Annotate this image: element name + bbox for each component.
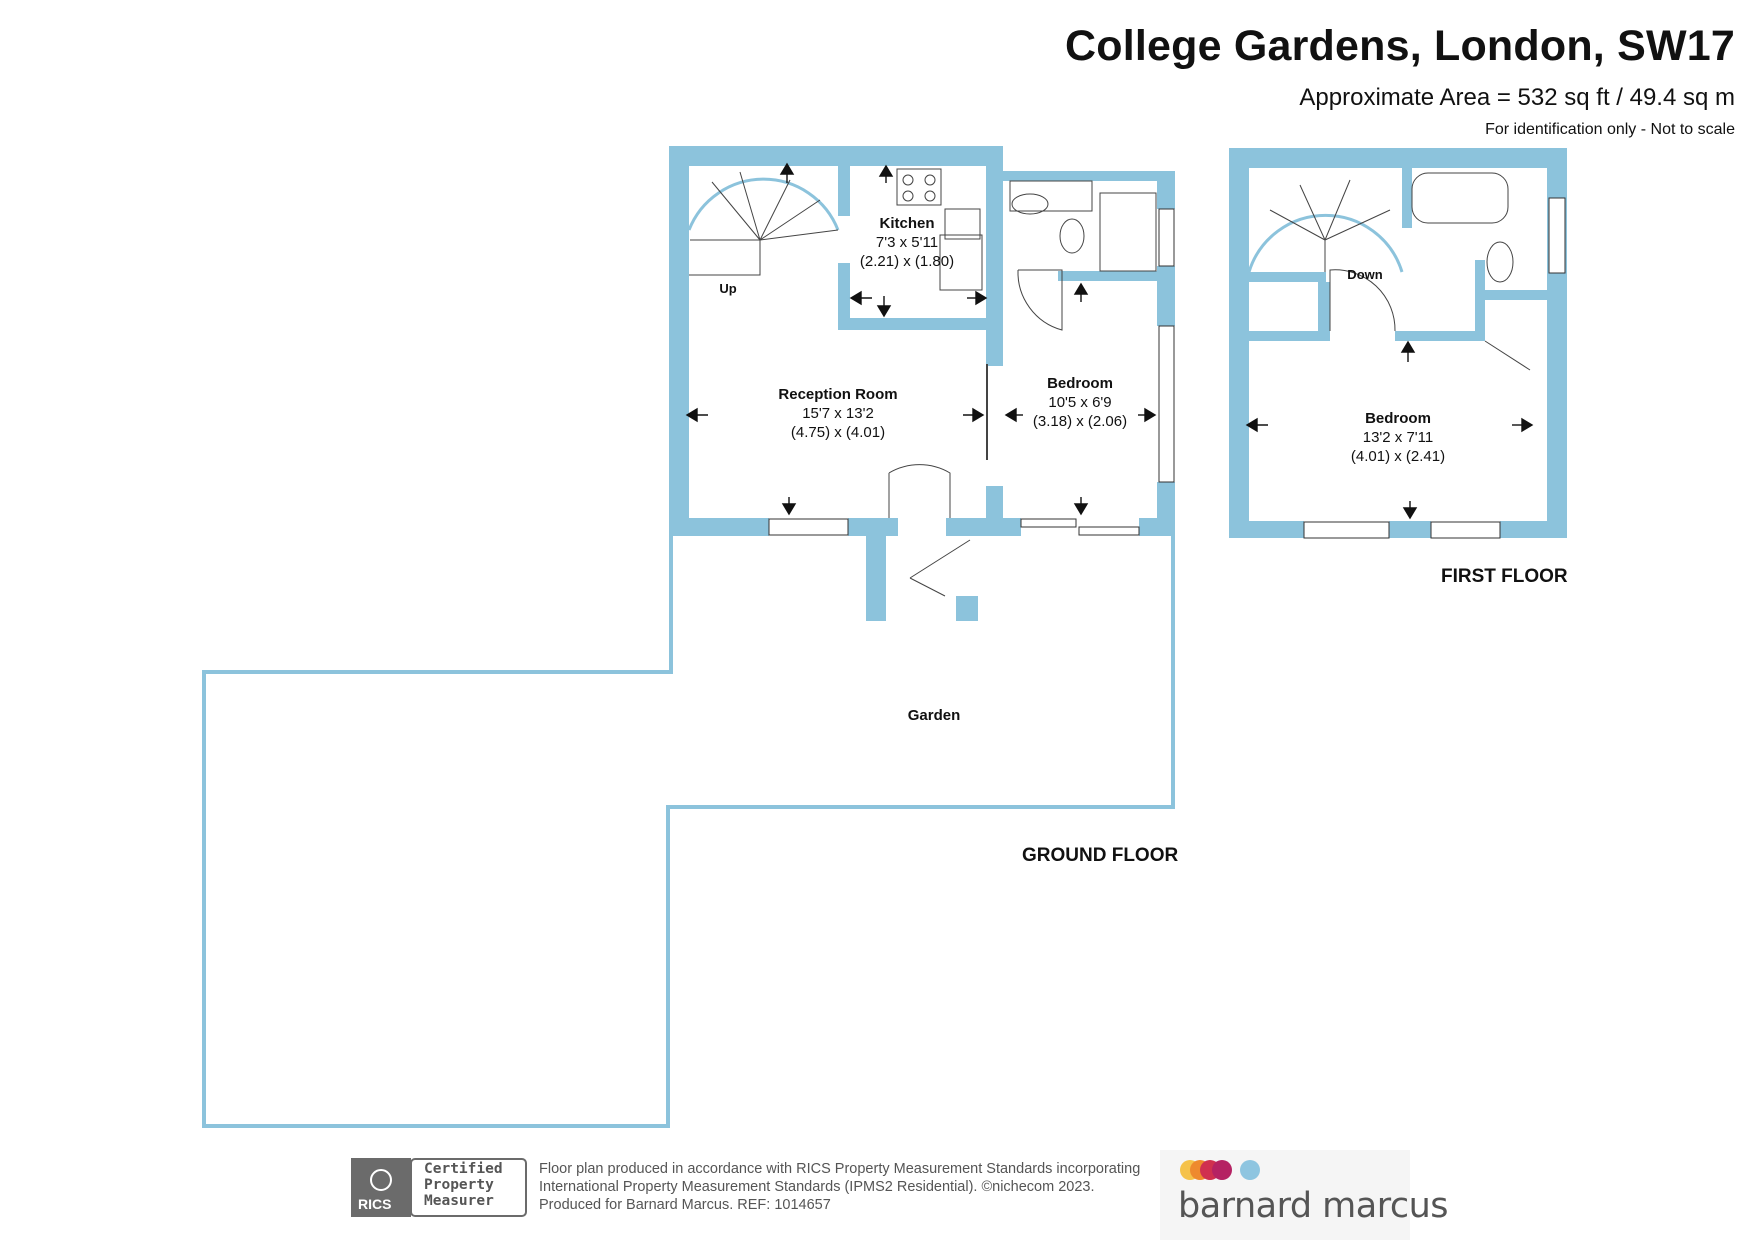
room-imperial: 15'7 x 13'2	[802, 405, 874, 422]
dimension-arrows-ground	[685, 162, 1157, 516]
rics-badge: RICS Certified Property Measurer	[351, 1158, 527, 1217]
brand-name: barnard marcus	[1178, 1186, 1449, 1226]
footer-line: Produced for Barnard Marcus. REF: 101465…	[539, 1197, 831, 1213]
badge-line: Measurer	[424, 1193, 494, 1209]
stairs-down-label: Down	[1347, 267, 1383, 282]
dimension-arrows-first	[1245, 340, 1534, 520]
first-bedroom-label: Bedroom 13'2 x 7'11 (4.01) x (2.41)	[1351, 409, 1445, 466]
area-summary: Approximate Area = 532 sq ft / 49.4 sq m	[1299, 84, 1735, 111]
rics-certification: Certified Property Measurer	[424, 1161, 503, 1209]
footer-line: International Property Measurement Stand…	[539, 1179, 1095, 1195]
first-floor-walls	[1229, 148, 1567, 538]
badge-line: Certified	[424, 1161, 503, 1177]
reception-room-label: Reception Room 15'7 x 13'2 (4.75) x (4.0…	[778, 385, 897, 442]
ground-floor-fixtures	[687, 168, 1157, 597]
scale-disclaimer: For identification only - Not to scale	[1485, 121, 1735, 138]
logo-dot-icon	[1212, 1160, 1232, 1180]
room-metric: (4.01) x (2.41)	[1350, 448, 1446, 465]
garden-boundary	[202, 536, 1175, 1128]
rics-org: RICS	[358, 1196, 392, 1212]
kitchen-label: Kitchen 7'3 x 5'11 (2.21) x (1.80)	[860, 214, 954, 271]
room-imperial: 7'3 x 5'11	[875, 234, 939, 251]
footer-disclaimer: Floor plan produced in accordance with R…	[539, 1160, 1140, 1214]
room-metric: (2.21) x (1.80)	[859, 253, 955, 270]
room-imperial: 10'5 x 6'9	[1048, 394, 1112, 411]
ground-floor-walls	[669, 146, 1175, 621]
room-metric: (4.75) x (4.01)	[790, 424, 886, 441]
room-imperial: 13'2 x 7'11	[1362, 429, 1434, 446]
first-floor-fixtures	[1247, 172, 1531, 371]
logo-dot-icon	[1240, 1160, 1260, 1180]
footer-line: Floor plan produced in accordance with R…	[539, 1161, 1141, 1177]
ground-bedroom-label: Bedroom 10'5 x 6'9 (3.18) x (2.06)	[1033, 374, 1127, 431]
room-name: Kitchen	[879, 215, 935, 232]
garden-label: Garden	[907, 707, 961, 724]
ground-floor-windows	[768, 208, 1175, 536]
badge-line: Property	[424, 1177, 494, 1193]
stairs-up-label: Up	[719, 281, 737, 296]
room-name: Bedroom	[1365, 410, 1431, 427]
room-metric: (3.18) x (2.06)	[1032, 413, 1128, 430]
first-floor-windows	[1303, 197, 1566, 539]
room-name: Reception Room	[778, 386, 898, 403]
ground-floor-title: GROUND FLOOR	[1022, 845, 1179, 866]
brand-logo: barnard marcus	[1160, 1150, 1449, 1240]
room-name: Bedroom	[1047, 375, 1113, 392]
first-floor-title: FIRST FLOOR	[1441, 566, 1568, 587]
page-title: College Gardens, London, SW17	[1065, 22, 1735, 70]
